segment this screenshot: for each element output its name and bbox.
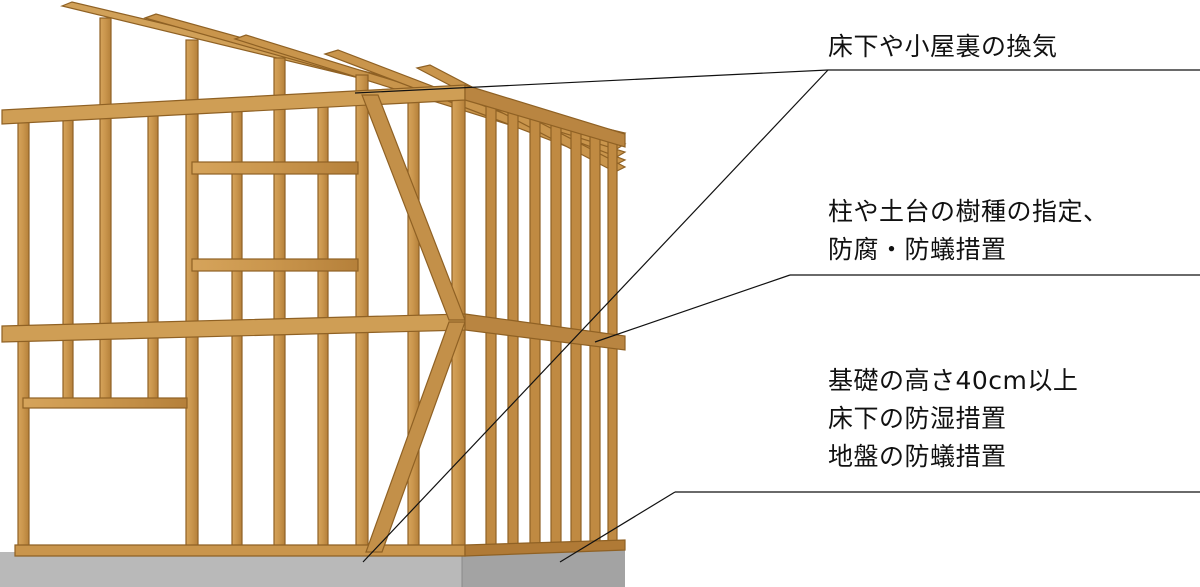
callout-wood-line-2: 防腐・防蟻措置 [828,235,1007,264]
leader-lines [354,69,1200,563]
callout-foundation-line-3: 地盤の防蟻措置 [828,442,1007,471]
callout-foundation-line-1: 基礎の高さ40cm以上 [828,366,1079,395]
leader-foundation-to-base [559,491,676,563]
callout-wood-treatment: 柱や土台の樹種の指定、 防腐・防蟻措置 [828,193,1109,269]
foundation [0,546,625,587]
callout-foundation-line-2: 床下の防湿措置 [828,404,1007,433]
leader-ventilation-to-roof [354,69,829,94]
callout-wood-line-1: 柱や土台の樹種の指定、 [828,197,1109,226]
callout-ventilation: 床下や小屋裏の換気 [828,28,1058,66]
front-wall-frame [1,17,466,557]
leader-ventilation-to-floor [362,69,829,563]
leader-wood-to-girt [594,274,791,343]
callout-ventilation-line-1: 床下や小屋裏の換気 [828,32,1058,61]
callout-foundation: 基礎の高さ40cm以上 床下の防湿措置 地盤の防蟻措置 [828,362,1078,476]
